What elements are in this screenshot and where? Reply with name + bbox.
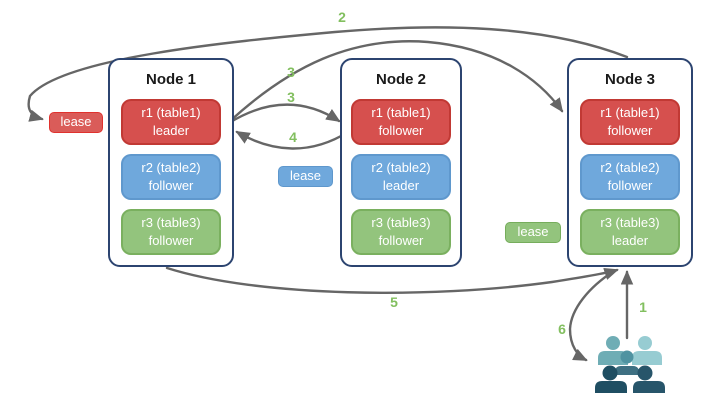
arrow-step-4-ack [235,130,350,150]
replica-name: r1 (table1) [141,105,201,120]
lease-badge-table2: lease [278,166,333,187]
replica-name: r2 (table2) [600,160,660,175]
replica-role: follower [607,123,653,138]
user-back-right-torso [632,351,662,365]
node-3-replica-r3: r3 (table3) leader [580,209,680,255]
node-2-replica-r1: r1 (table1) follower [351,99,451,145]
replica-role: leader [382,178,420,193]
user-middle-torso [615,366,639,375]
arrow-step-2-lease-transfer [27,26,629,122]
node-2-replica-r2: r2 (table2) leader [351,154,451,200]
user-back-left-head [606,336,620,350]
replica-role: leader [611,233,649,248]
step-label-3a: 3 [287,64,295,80]
node-1: Node 1 r1 (table1) leader r2 (table2) fo… [108,58,234,267]
node-2-replica-r3: r3 (table3) follower [351,209,451,255]
node-1-replica-r1: r1 (table1) leader [121,99,221,145]
user-back-left-torso [598,351,628,365]
user-front-left-torso [595,381,627,393]
node-3-replica-r1: r1 (table1) follower [580,99,680,145]
step-label-2: 2 [338,9,346,25]
lease-badge-table1: lease [49,112,103,133]
replica-name: r3 (table3) [141,215,201,230]
replica-name: r1 (table1) [371,105,431,120]
replica-name: r2 (table2) [141,160,201,175]
node-2-title: Node 2 [375,71,426,88]
replica-role: follower [378,233,424,248]
replica-name: r3 (table3) [371,215,431,230]
node-2: Node 2 r1 (table1) follower r2 (table2) … [340,58,462,267]
users-group-icon [595,336,665,393]
arrow-step-3-replicate-to-node2 [227,103,341,125]
step-label-1: 1 [639,299,647,315]
replica-role: follower [148,233,194,248]
step-label-4: 4 [289,129,297,145]
user-front-right-torso [633,381,665,393]
replica-name: r3 (table3) [600,215,660,230]
step-label-5: 5 [390,294,398,310]
replica-role: follower [148,178,194,193]
arrow-step-5 [165,266,619,294]
user-front-right-head [637,365,653,381]
user-front-left-head [602,365,618,381]
replica-role: leader [152,123,190,138]
arrow-step-3-replicate-to-node3 [227,40,564,124]
node-1-title: Node 1 [145,71,196,88]
replica-name: r1 (table1) [600,105,660,120]
step-label-3b: 3 [287,89,295,105]
user-middle-head [620,350,634,364]
arrow-step-6-client-response [568,269,616,362]
node-3-title: Node 3 [604,71,655,88]
replica-role: follower [607,178,653,193]
node-1-replica-r3: r3 (table3) follower [121,209,221,255]
replica-role: follower [378,123,424,138]
user-back-right-head [638,336,652,350]
replica-name: r2 (table2) [371,160,431,175]
node-3: Node 3 r1 (table1) follower r2 (table2) … [567,58,693,267]
lease-badge-table3: lease [505,222,561,243]
step-label-6: 6 [558,321,566,337]
node-1-replica-r2: r2 (table2) follower [121,154,221,200]
node-3-replica-r2: r2 (table2) follower [580,154,680,200]
